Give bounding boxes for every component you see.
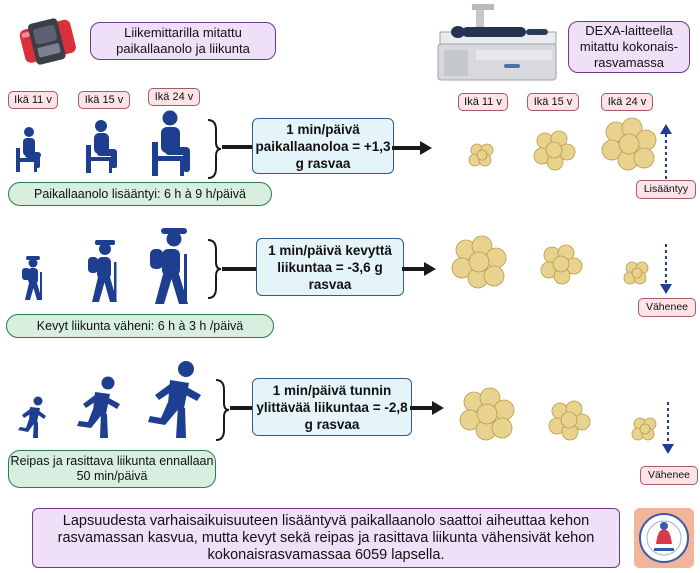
trend-arrow-up-icon [660,124,672,182]
sitting-teen-icon [86,120,117,173]
bracket-row1 [207,119,222,179]
arrow-row3 [410,401,444,415]
hiker-teen-icon [88,240,117,302]
bracket-row3 [215,379,230,441]
connector-line-row3 [230,406,252,410]
logo-icon [634,508,694,568]
fat-cluster-row3-11 [459,387,515,441]
fat-cluster-row2-11 [451,235,507,289]
hiker-child-icon [22,256,42,300]
formula-box-row2: 1 min/päivä kevyttä liikuntaa = -3,6 g r… [256,238,404,296]
arrow-row2 [402,262,436,276]
fat-cluster-row3-24 [631,417,657,441]
formula-row2: 1 min/päivä kevyttä liikuntaa = -3,6 g r… [268,242,392,292]
green-box-row2: Kevyt liikunta väheni: 6 h à 3 h /päivä [6,314,274,338]
trend-badge-row2: Vähenee [638,298,696,317]
summary-text: Lapsuudesta varhaisaikuisuuteen lisäänty… [57,513,595,563]
connector-line-row2 [222,267,256,271]
dexa-callout: DEXA-laitteella mitattu kokonais-rasvama… [568,21,690,73]
summary-box: Lapsuudesta varhaisaikuisuuteen lisäänty… [32,508,620,568]
runner-child-icon [18,396,46,438]
green-text-row1: Paikallaanolo lisääntyi: 6 h à 9 h/päivä [34,186,246,201]
bracket-row2 [207,239,222,299]
green-box-row3: Reipas ja rasittava liikunta ennallaan 5… [8,450,216,488]
green-box-row1: Paikallaanolo lisääntyi: 6 h à 9 h/päivä [8,182,272,206]
age-label-right-15: Ikä 15 v [527,93,579,111]
sitting-adult-icon [152,110,190,176]
age-label-right-11: Ikä 11 v [458,93,508,111]
trend-arrow-down-icon [662,402,674,454]
trend-badge-row1: Lisääntyy [636,180,696,199]
green-text-row2: Kevyt liikunta väheni: 6 h à 3 h /päivä [36,318,244,333]
age-label-right-24: Ikä 24 v [601,93,653,111]
connector-line-row1 [222,145,252,149]
fat-cluster-row1-15 [533,130,576,171]
runner-teen-icon [77,376,120,438]
formula-row3: 1 min/päivä tunnin ylittävää liikuntaa =… [256,382,408,432]
age-label-left-15: Ikä 15 v [78,91,130,109]
sitting-child-icon [16,127,41,172]
formula-row1: 1 min/päivä paikallaanoloa = +1,3 g rasv… [255,121,391,171]
dexa-scanner-icon [437,4,557,81]
arrow-row1 [392,141,432,155]
fat-cluster-row2-15 [540,244,583,285]
trend-arrow-down-icon [660,244,672,294]
dexa-label: DEXA-laitteella mitattu kokonais-rasvama… [579,23,679,70]
fat-cluster-row3-15 [548,400,591,441]
green-text-row3: Reipas ja rasittava liikunta ennallaan 5… [10,454,214,483]
formula-box-row1: 1 min/päivä paikallaanoloa = +1,3 g rasv… [252,118,394,174]
hiker-adult-icon [150,228,188,304]
accelerometer-icon [19,18,76,65]
runner-adult-icon [148,361,201,438]
fat-cluster-row1-24 [601,117,657,171]
age-label-left-24: Ikä 24 v [148,88,200,106]
accelerometer-callout: Liikemittarilla mitattu paikallaanolo ja… [90,22,276,60]
fat-cluster-row2-24 [623,261,649,285]
trend-badge-row3: Vähenee [640,466,698,485]
age-label-left-11: Ikä 11 v [8,91,58,109]
accelerometer-label: Liikemittarilla mitattu paikallaanolo ja… [116,25,250,56]
fat-cluster-row1-11 [468,143,494,167]
formula-box-row3: 1 min/päivä tunnin ylittävää liikuntaa =… [252,378,412,436]
